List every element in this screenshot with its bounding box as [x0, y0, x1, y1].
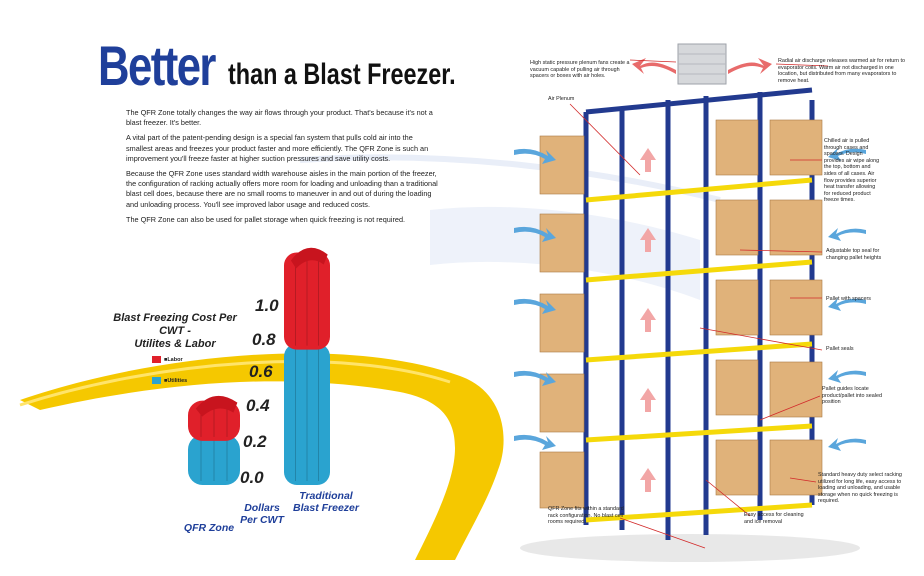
annotation-air-plenum: Air Plenum	[548, 96, 575, 102]
bar-label-traditional-line2: Blast Freezer	[293, 502, 359, 514]
callout-leaders	[569, 59, 829, 549]
pallet-boxes	[539, 119, 823, 509]
legend-swatch-labor	[152, 356, 161, 363]
floor-shadow	[520, 534, 860, 562]
axis-label: Dollars Per CWT	[232, 502, 292, 526]
chart-legend: ■Labor ■Utilities	[152, 356, 187, 398]
paragraph-1: The QFR Zone totally changes the way air…	[126, 108, 433, 128]
chart-title-line2: Utilites & Labor	[134, 338, 216, 350]
axis-label-line2: Per CWT	[240, 514, 284, 526]
headline-better: Better	[98, 34, 216, 97]
annotation-top-seal: Adjustable top seal for changing pallet …	[826, 248, 882, 261]
plenum-airflow-arrows	[640, 148, 656, 492]
tick-label: 0.4	[246, 396, 270, 415]
legend-label-utilities: ■Utilities	[164, 377, 188, 384]
legend-swatch-utilities	[152, 377, 161, 384]
paragraph-2: A vital part of the patent-pending desig…	[126, 133, 429, 163]
inlet-airflow-arrows	[514, 148, 866, 451]
paragraph-4: The QFR Zone can also be used for pallet…	[126, 214, 406, 224]
tick-label: 0.0	[240, 468, 264, 487]
paragraph-3: Because the QFR Zone uses standard width…	[126, 169, 438, 209]
bar-label-qfr: QFR Zone	[183, 522, 235, 534]
discharge-arrow-right	[728, 58, 772, 74]
bar-label-traditional: Traditional Blast Freezer	[280, 490, 372, 514]
bar-label-traditional-line1: Traditional	[299, 490, 353, 502]
rack-beams	[585, 177, 813, 523]
chart-title: Blast Freezing Cost Per CWT - Utilites &…	[100, 312, 250, 351]
annotation-racking: Standard heavy duty select racking utili…	[818, 472, 902, 505]
tick-label: 0.8	[252, 330, 276, 349]
tick-label: 0.2	[243, 432, 267, 451]
annotation-easy-access: Easy access for cleaning and ice removal	[744, 512, 804, 525]
headline-rest: than a Blast Freezer.	[228, 58, 456, 91]
annotation-fits-rack: QFR Zone fits within a standard rack con…	[548, 506, 624, 526]
legend-item-labor: ■Labor	[152, 356, 187, 363]
body-copy: The QFR Zone totally changes the way air…	[126, 108, 440, 230]
axis-label-line1: Dollars	[244, 502, 280, 514]
chart-title-line1: Blast Freezing Cost Per CWT -	[113, 312, 237, 337]
legend-label-labor: ■Labor	[164, 356, 183, 363]
annotation-radial-discharge: Radial air discharge releases warmed air…	[778, 58, 906, 84]
legend-item-utilities: ■Utilities	[152, 377, 187, 384]
tick-label: 1.0	[255, 296, 279, 315]
annotation-pallet-seals: Pallet seals	[826, 346, 854, 352]
annotation-pallet-guides: Pallet guides locate product/pallet into…	[822, 386, 882, 406]
annotation-pallet-spacers: Pallet with spacers	[826, 296, 871, 302]
annotation-chilled-air: Chilled air is pulled through cases and …	[824, 138, 880, 204]
discharge-arrow-left	[632, 58, 676, 74]
tick-label: 0.6	[249, 362, 273, 381]
annotation-plenum-fans: High static pressure plenum fans create …	[530, 60, 630, 80]
